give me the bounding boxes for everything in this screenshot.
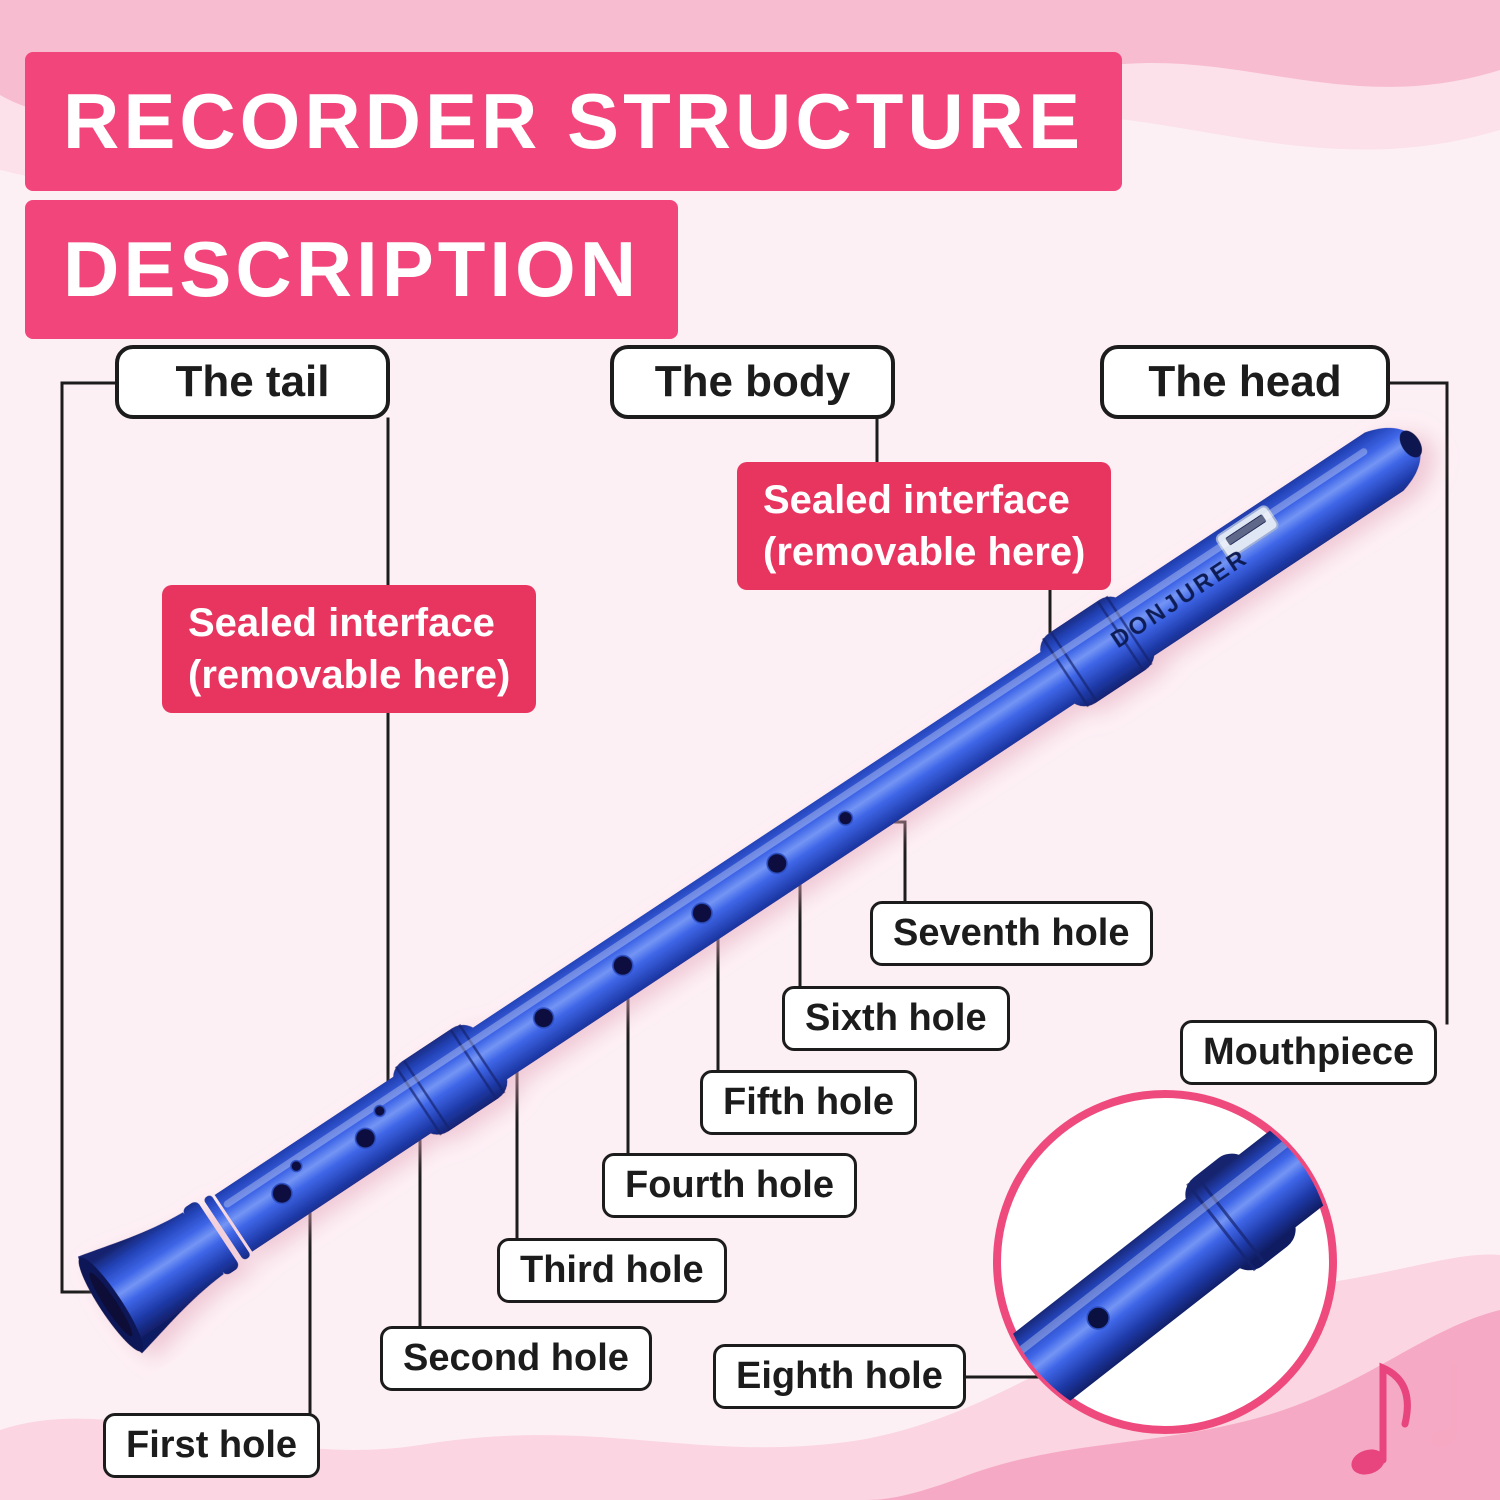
title-banner-line2: DESCRIPTION bbox=[25, 200, 679, 339]
third-hole bbox=[532, 1007, 555, 1029]
recorder-tail-section bbox=[214, 1076, 432, 1252]
leader-line-first-hole bbox=[290, 1191, 312, 1415]
tone-holes bbox=[271, 810, 854, 1205]
hole-label-third: Third hole bbox=[497, 1238, 727, 1303]
first-hole bbox=[271, 1182, 293, 1205]
sealed-interface-line2: (removable here) bbox=[188, 653, 511, 697]
hole-label-first: First hole bbox=[103, 1413, 321, 1478]
sealed-interface-line2: (removable here) bbox=[763, 530, 1086, 574]
hole-label-eighth: Eighth hole bbox=[713, 1344, 966, 1409]
bottom-wave-deep bbox=[860, 1310, 1500, 1500]
seventh-hole bbox=[837, 810, 854, 826]
eighth-hole bbox=[1086, 1306, 1110, 1330]
fourth-hole bbox=[612, 954, 634, 977]
recorder-head-section: DONJURER bbox=[1106, 427, 1423, 657]
sixth-hole bbox=[766, 852, 788, 875]
recorder-joint-body-head bbox=[1040, 595, 1155, 708]
fifth-hole bbox=[691, 902, 713, 924]
leader-line-head-mouthpiece bbox=[1388, 381, 1449, 1025]
title-banner-line1: RECORDER STRUCTURE bbox=[25, 52, 1123, 191]
part-label-head: The head bbox=[1100, 345, 1390, 419]
bottom-wave-light bbox=[0, 1254, 1500, 1500]
first-hole-small bbox=[290, 1159, 303, 1173]
leader-line-tail bbox=[60, 381, 117, 1294]
part-label-body: The body bbox=[610, 345, 895, 419]
second-hole-small bbox=[373, 1104, 386, 1118]
sealed-interface-line1: Sealed interface bbox=[188, 601, 495, 645]
sealed-interface-line1: Sealed interface bbox=[763, 478, 1070, 522]
zoom-inset bbox=[993, 1090, 1337, 1434]
callout-sealed-interface-tail: Sealed interface (removable here) bbox=[162, 585, 537, 713]
leader-line-second-hole bbox=[373, 1136, 422, 1330]
mouthpiece-label: Mouthpiece bbox=[1180, 1020, 1438, 1085]
second-hole bbox=[354, 1127, 377, 1150]
hole-label-sixth: Sixth hole bbox=[782, 986, 1010, 1051]
callout-sealed-interface-head: Sealed interface (removable here) bbox=[737, 462, 1112, 590]
hole-label-second: Second hole bbox=[380, 1326, 652, 1391]
recorder-illustration: DONJURER bbox=[77, 427, 1423, 1354]
recorder-joint-tail-body bbox=[393, 1023, 508, 1136]
recorder-bell bbox=[77, 1195, 250, 1354]
music-note-icon bbox=[1351, 1362, 1457, 1475]
hole-label-fifth: Fifth hole bbox=[700, 1070, 917, 1135]
hole-label-seventh: Seventh hole bbox=[870, 901, 1153, 966]
hole-label-fourth: Fourth hole bbox=[602, 1153, 857, 1218]
gloss-highlight bbox=[223, 448, 1368, 1208]
part-label-tail: The tail bbox=[115, 345, 390, 419]
